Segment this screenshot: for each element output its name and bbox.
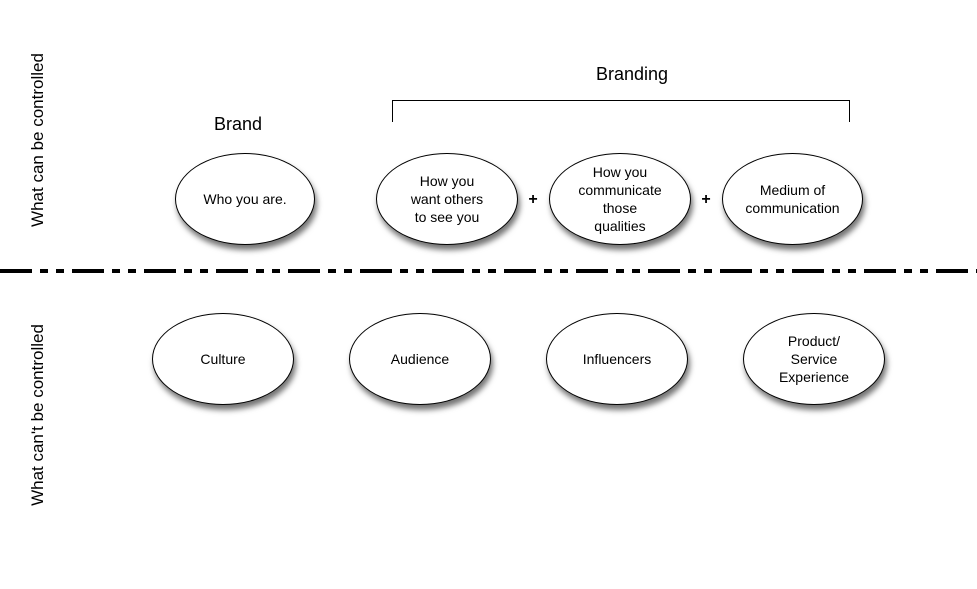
branding-bracket <box>392 100 850 122</box>
medium-of-communication-ellipse: Medium of communication <box>722 153 863 245</box>
uncontrolled-row-label: What can't be controlled <box>28 324 47 506</box>
brand-heading: Brand <box>213 114 263 134</box>
audience-ellipse: Audience <box>349 313 491 405</box>
controlled-row-label: What can be controlled <box>28 53 47 227</box>
product-service-experience-text: Product/ Service Experience <box>778 333 850 385</box>
influencers-text: Influencers <box>582 351 652 367</box>
culture-ellipse: Culture <box>152 313 294 405</box>
how-you-communicate-text: How you communicate those qualities <box>578 164 662 234</box>
influencers-ellipse: Influencers <box>546 313 688 405</box>
branding-heading: Branding <box>595 64 669 84</box>
culture-text: Culture <box>200 351 246 367</box>
plus-sign-2: + <box>701 191 711 208</box>
plus-sign-1: + <box>528 191 538 208</box>
how-others-see-you-ellipse: How you want others to see you <box>376 153 518 245</box>
medium-of-communication-text: Medium of communication <box>745 182 840 216</box>
how-others-see-you-text: How you want others to see you <box>410 173 484 225</box>
how-you-communicate-ellipse: How you communicate those qualities <box>549 153 691 245</box>
product-service-experience-ellipse: Product/ Service Experience <box>743 313 885 405</box>
audience-text: Audience <box>390 351 450 367</box>
who-you-are-text: Who you are. <box>203 191 287 207</box>
dash-dot-divider <box>0 269 977 273</box>
who-you-are-ellipse: Who you are. <box>175 153 315 245</box>
